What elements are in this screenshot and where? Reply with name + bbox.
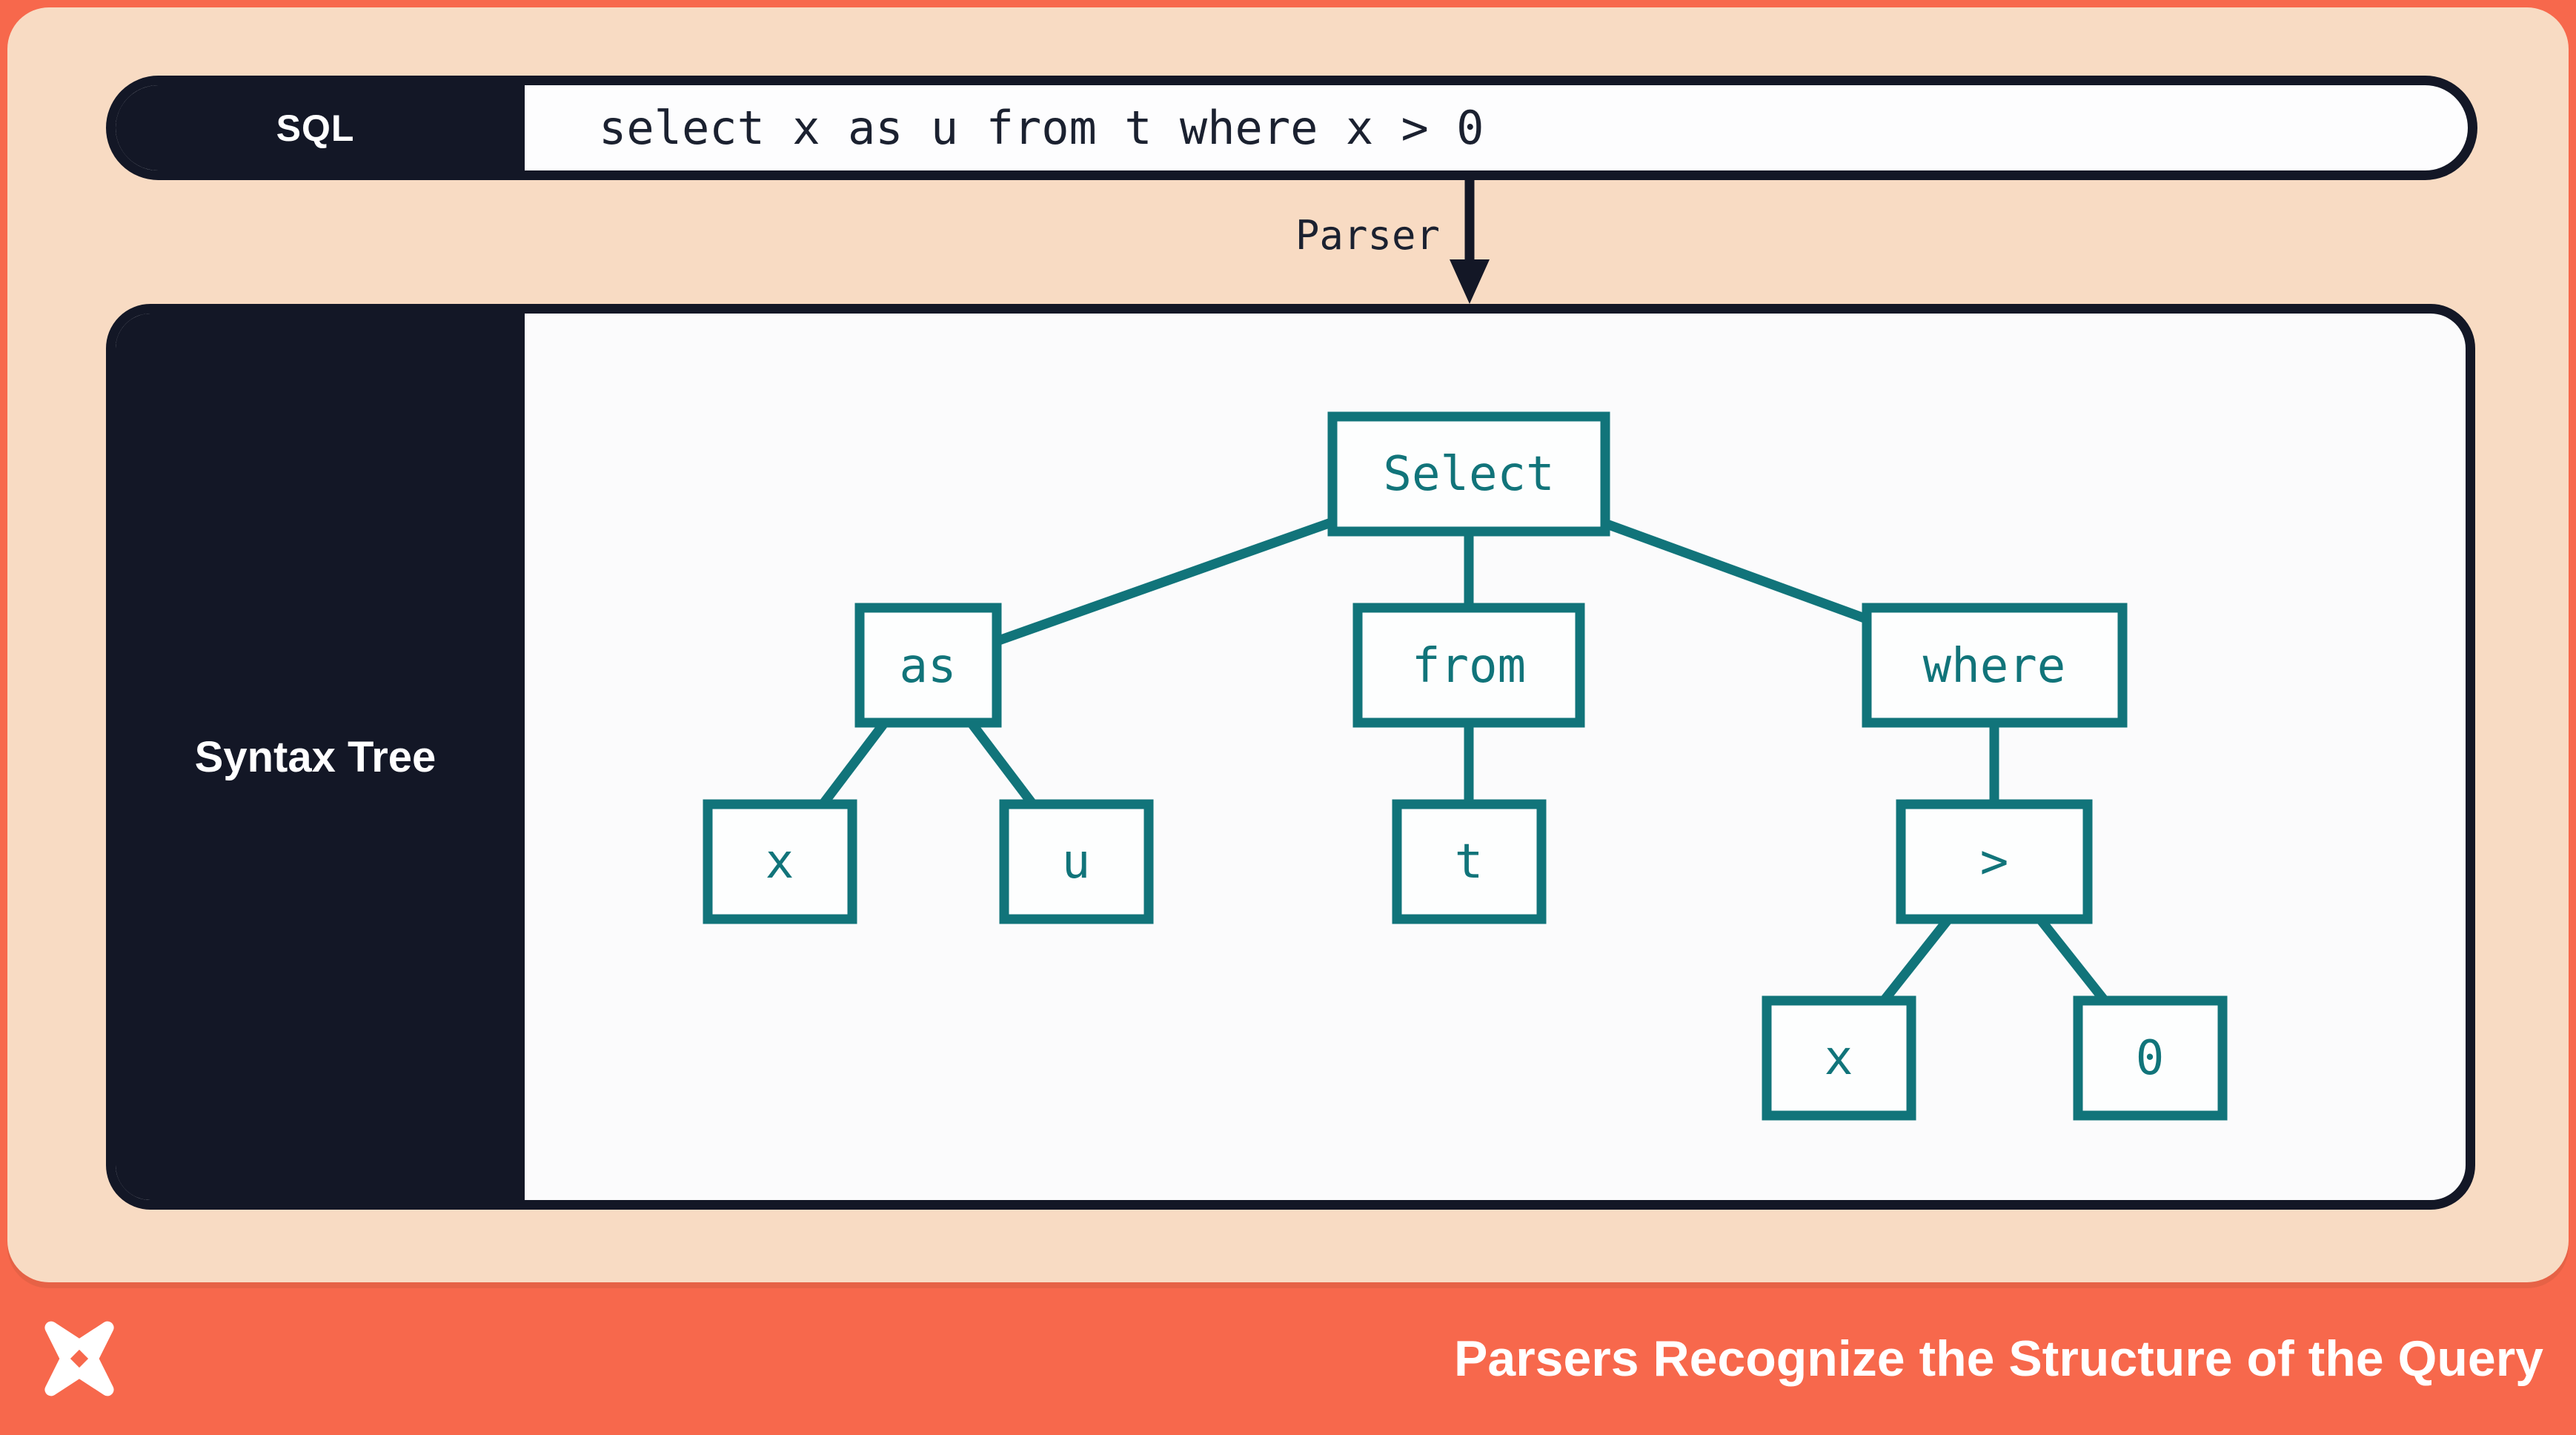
syntax-tree-title: Syntax Tree	[194, 732, 436, 781]
footer-caption: Parsers Recognize the Structure of the Q…	[1454, 1330, 2543, 1387]
footer-band: Parsers Recognize the Structure of the Q…	[0, 1282, 2576, 1435]
sql-input-bar: SQL select x as u from t where x > 0	[106, 76, 2477, 180]
syntax-tree-side-panel: Syntax Tree	[116, 314, 525, 1200]
sql-query-text: select x as u from t where x > 0	[525, 85, 2468, 170]
parser-step-label: Parser	[1295, 212, 1440, 259]
sql-badge: SQL	[116, 85, 525, 170]
syntax-tree-card: Syntax Tree	[106, 304, 2475, 1210]
dolt-pinwheel-logo-icon	[44, 1321, 114, 1396]
sql-badge-text: SQL	[276, 107, 355, 149]
sql-query-code: select x as u from t where x > 0	[599, 101, 1484, 155]
